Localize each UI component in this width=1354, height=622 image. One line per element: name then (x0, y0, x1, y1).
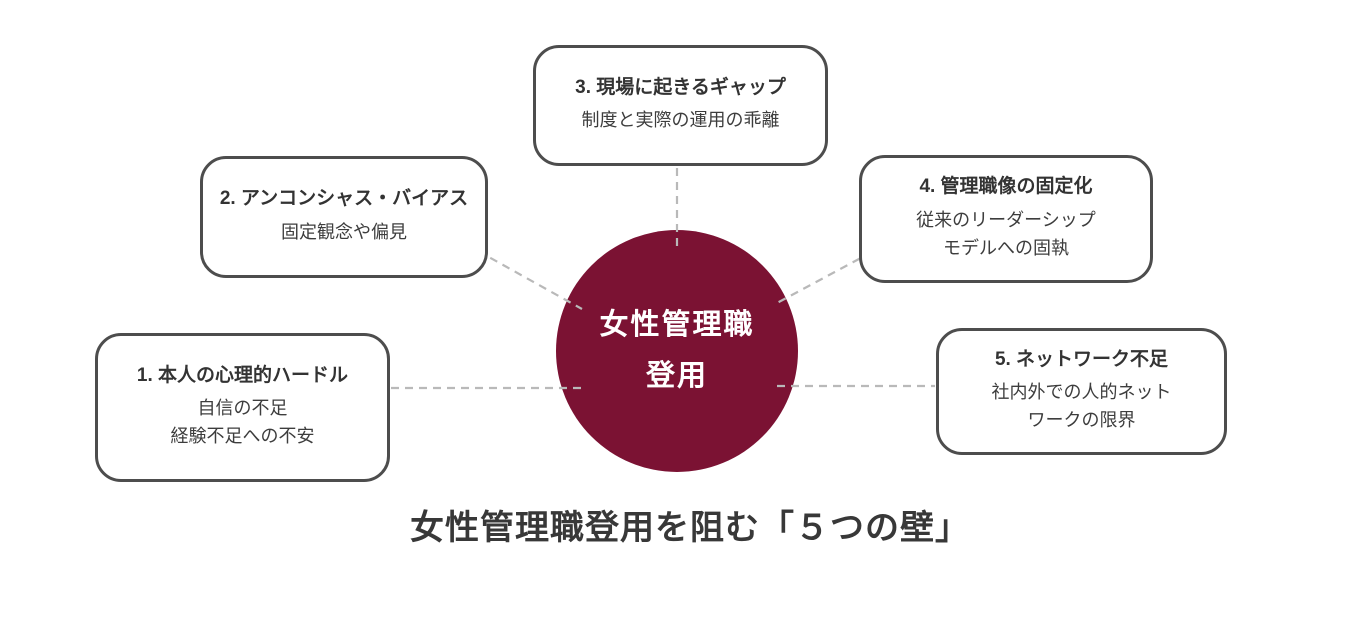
center-circle-label-line2: 登用 (645, 360, 708, 392)
wall-box-4-title: 4. 管理職像の固定化 (919, 176, 1093, 198)
center-circle-label-line1: 女性管理職 (599, 309, 755, 342)
wall-box-2-title: 2. アンコンシャス・バイアス (219, 188, 469, 210)
wall-box-4-subtitle-line2: モデルへの固執 (942, 237, 1069, 258)
wall-box-5-subtitle: 社内外での人的ネット ワークの限界 (992, 379, 1172, 435)
wall-box-5-subtitle-line1: 社内外での人的ネット (991, 382, 1172, 403)
wall-box-3-title: 3. 現場に起きるギャップ (575, 76, 786, 98)
wall-box-1-subtitle-line2: 経験不足への不安 (170, 426, 315, 447)
wall-box-5-title: 5. ネットワーク不足 (994, 348, 1169, 370)
connector-line-box4 (776, 251, 873, 304)
wall-box-4-subtitle-line1: 従来のリーダーシップ (916, 209, 1096, 230)
diagram-caption: 女性管理職登用を阻む「５つの壁」 (410, 509, 970, 547)
wall-box-1-psychological-hurdle: 1. 本人の心理的ハードル 自信の不足 経験不足への不安 (95, 333, 390, 482)
wall-box-3-subtitle-line1: 制度と実際の運用の乖離 (581, 110, 780, 131)
wall-box-3-subtitle: 制度と実際の運用の乖離 (582, 107, 780, 135)
wall-box-2-unconscious-bias: 2. アンコンシャス・バイアス 固定観念や偏見 (200, 156, 488, 278)
wall-box-4-subtitle: 従来のリーダーシップ モデルへの固執 (916, 207, 1096, 263)
wall-box-5-network-shortage: 5. ネットワーク不足 社内外での人的ネット ワークの限界 (936, 328, 1227, 455)
wall-box-5-subtitle-line2: ワークの限界 (1027, 410, 1136, 431)
wall-box-1-subtitle: 自信の不足 経験不足への不安 (171, 395, 315, 451)
wall-box-3-field-gap: 3. 現場に起きるギャップ 制度と実際の運用の乖離 (533, 45, 828, 166)
wall-box-1-title: 1. 本人の心理的ハードル (136, 364, 349, 386)
wall-box-4-fixed-manager-image: 4. 管理職像の固定化 従来のリーダーシップ モデルへの固執 (859, 155, 1153, 283)
wall-box-2-subtitle-line1: 固定観念や偏見 (281, 221, 407, 242)
center-circle: 女性管理職 登用 (556, 230, 798, 472)
wall-box-2-subtitle: 固定観念や偏見 (281, 219, 407, 247)
wall-box-1-subtitle-line1: 自信の不足 (197, 398, 288, 419)
